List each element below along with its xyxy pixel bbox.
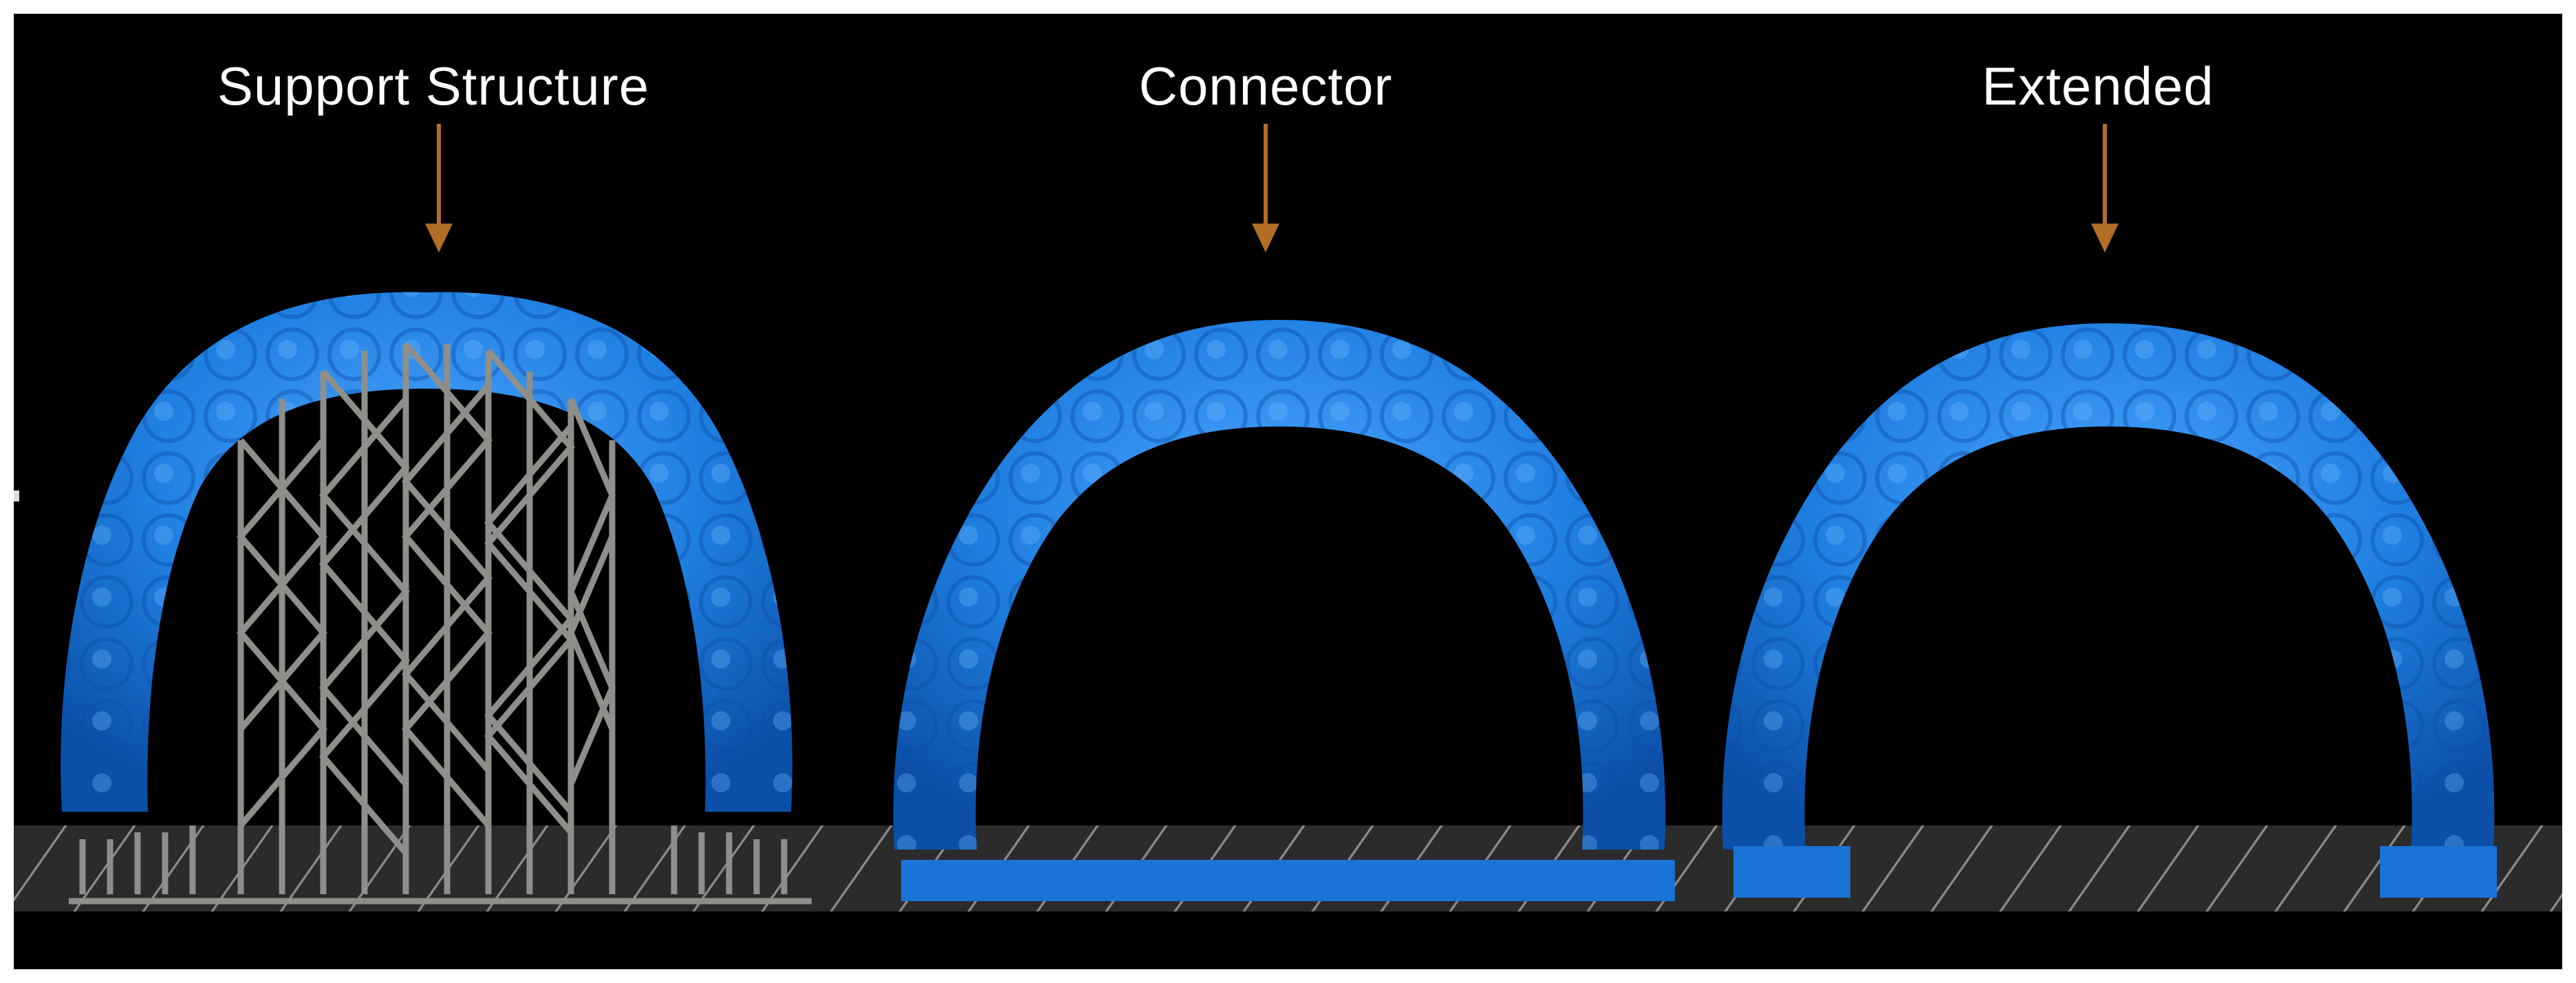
arrow-shaft bbox=[2103, 124, 2107, 227]
arrow-head bbox=[2091, 224, 2119, 252]
aligner-model-supported bbox=[61, 292, 792, 812]
arrow-down-icon bbox=[1252, 124, 1279, 261]
label-extended: Extended bbox=[1982, 56, 2214, 116]
extended-foot-right bbox=[2380, 846, 2497, 898]
support-lattice bbox=[69, 342, 812, 905]
extended-foot-left bbox=[1733, 846, 1850, 898]
edge-tick-mark bbox=[14, 490, 19, 501]
arrow-down-icon bbox=[425, 124, 453, 261]
figure-canvas: Support Structure Connector Extended bbox=[14, 14, 2562, 969]
label-support-structure: Support Structure bbox=[217, 56, 650, 116]
arrow-shaft bbox=[437, 124, 441, 227]
connector-base bbox=[901, 860, 1675, 901]
arrow-head bbox=[1252, 224, 1279, 252]
arrow-shaft bbox=[1264, 124, 1268, 227]
scene-svg bbox=[14, 292, 2562, 911]
aligner-model-extended bbox=[1722, 323, 2497, 898]
label-connector: Connector bbox=[1138, 56, 1393, 116]
arrow-down-icon bbox=[2091, 124, 2119, 261]
aligner-model-connector bbox=[893, 320, 1675, 901]
arrow-head bbox=[425, 224, 453, 252]
